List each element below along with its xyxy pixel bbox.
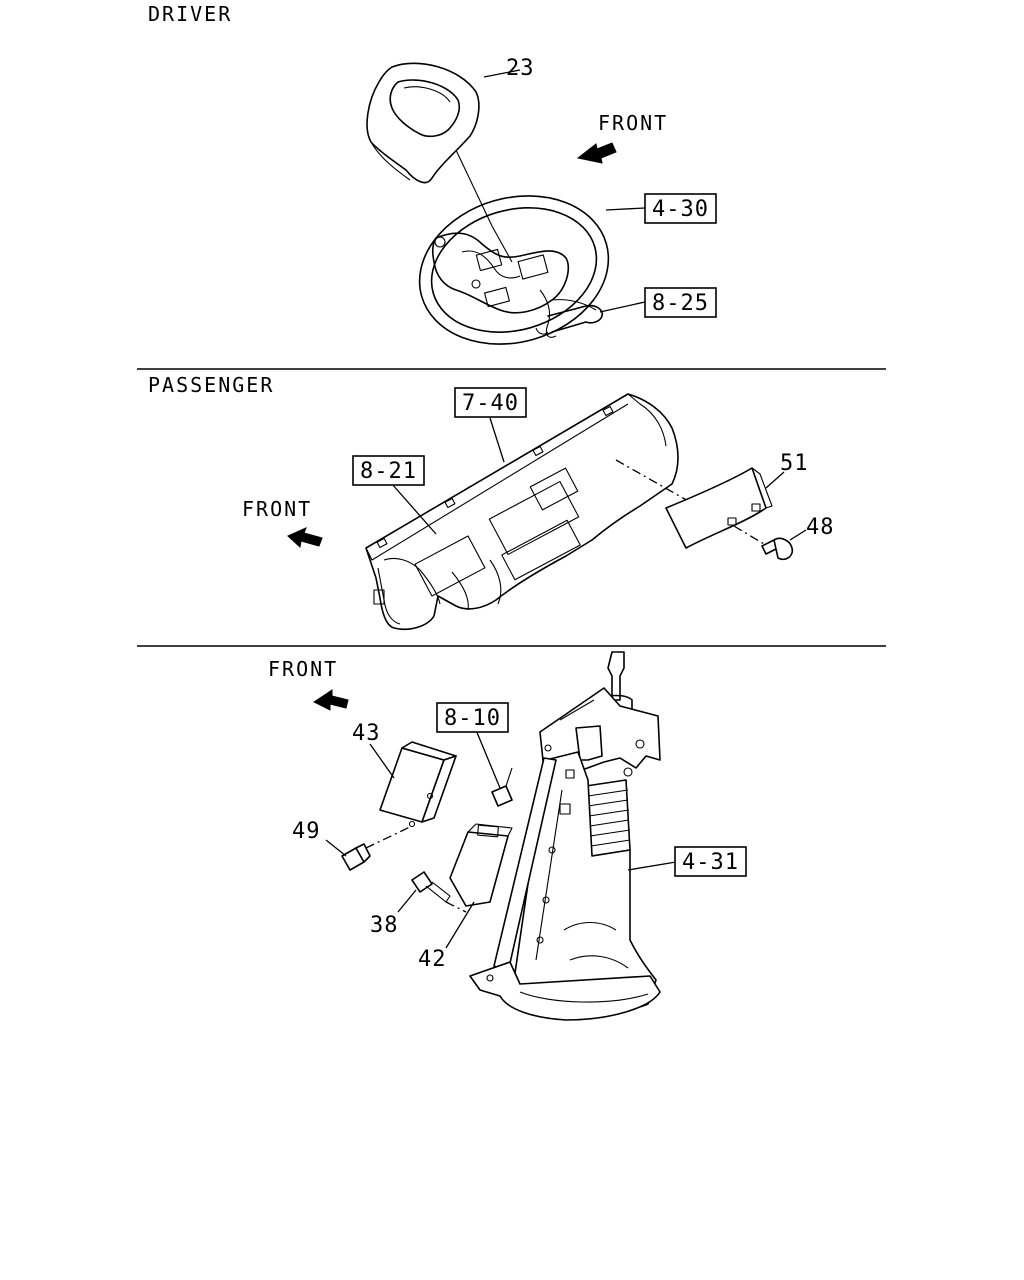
leader-42 xyxy=(445,901,475,949)
leader-8-25 xyxy=(599,301,646,313)
bracket-43-drawing xyxy=(365,741,457,849)
ref-8-10: 8-10 xyxy=(444,706,501,731)
callout-49: 49 xyxy=(292,819,321,844)
front-label-driver: FRONT xyxy=(598,111,668,135)
callout-48: 48 xyxy=(806,515,835,540)
bolt-48-drawing xyxy=(761,529,807,561)
bolt-38-drawing xyxy=(397,871,467,913)
ref-8-21: 8-21 xyxy=(360,459,417,484)
driver-title: DRIVER xyxy=(148,2,232,26)
callout-42: 42 xyxy=(418,947,447,972)
front-arrow-icon xyxy=(576,142,617,164)
leader-49 xyxy=(325,839,347,857)
airbag-module-drawing xyxy=(366,62,521,263)
front-arrow-icon xyxy=(287,527,323,548)
ref-8-25: 8-25 xyxy=(652,291,709,316)
clip-49-drawing xyxy=(325,839,371,871)
driver-section: DRIVER 23 xyxy=(148,2,717,345)
ref-box-4-30 xyxy=(644,193,717,224)
leader-38 xyxy=(397,889,417,913)
connector-drawing xyxy=(475,729,513,807)
leader-43 xyxy=(369,743,395,779)
ref-box-7-40 xyxy=(454,387,527,418)
ref-box-8-25 xyxy=(644,287,717,318)
leader-48 xyxy=(789,529,807,541)
leader-4-31 xyxy=(627,861,677,871)
ref-4-30: 4-30 xyxy=(652,197,709,222)
leader-51 xyxy=(765,471,785,489)
callout-43: 43 xyxy=(352,721,381,746)
front-label-passenger: FRONT xyxy=(242,497,312,521)
ref-box-8-10 xyxy=(436,702,509,733)
leader-8-21 xyxy=(391,483,437,535)
column-section: FRONT 43 49 38 xyxy=(268,651,747,1021)
callout-23: 23 xyxy=(506,56,535,81)
leader-8-10 xyxy=(475,729,501,789)
ref-7-40: 7-40 xyxy=(462,391,519,416)
callout-51: 51 xyxy=(780,451,809,476)
ref-4-31: 4-31 xyxy=(682,850,739,875)
instrument-panel-drawing xyxy=(365,393,691,631)
steering-column-drawing xyxy=(469,651,677,1021)
leader-7-40 xyxy=(489,417,505,463)
ref-box-8-21 xyxy=(352,455,425,486)
leader-4-30 xyxy=(605,207,646,211)
bracket-42-drawing xyxy=(445,823,513,949)
steering-wheel-drawing xyxy=(418,195,646,345)
passenger-title: PASSENGER xyxy=(148,373,274,397)
ref-box-4-31 xyxy=(674,846,747,877)
front-label-column: FRONT xyxy=(268,657,338,681)
leader-23 xyxy=(483,69,521,78)
passenger-section: PASSENGER xyxy=(148,373,835,631)
front-arrow-icon xyxy=(313,689,349,711)
callout-38: 38 xyxy=(370,913,399,938)
passenger-airbag-cover-drawing xyxy=(665,467,785,549)
